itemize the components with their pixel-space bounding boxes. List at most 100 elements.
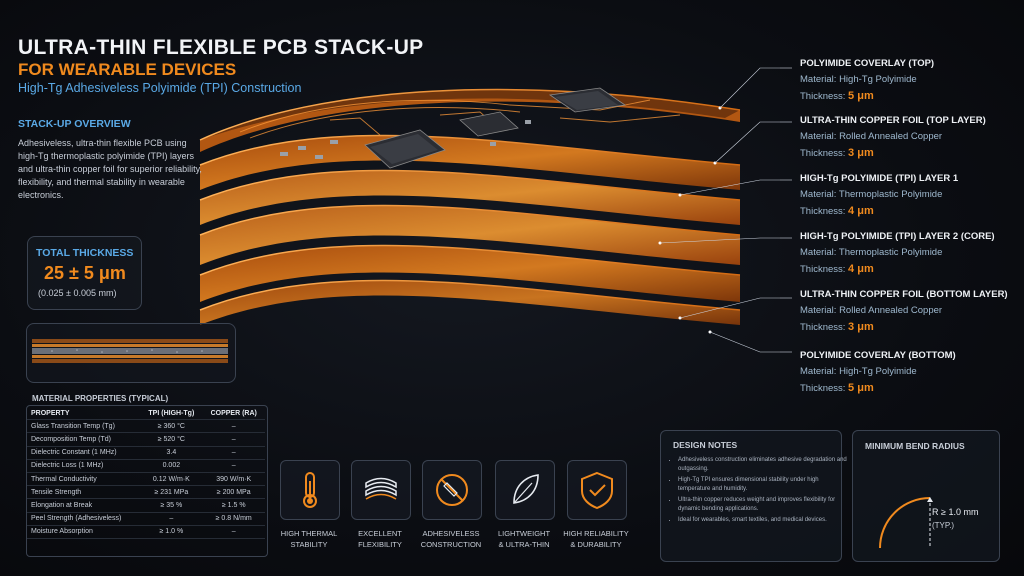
table-cell: ≥ 1.0 % [140,525,203,539]
callout-lines-ext [780,67,792,353]
table-cell: 3.4 [140,446,203,460]
total-thickness-heading: TOTAL THICKNESS [36,247,134,259]
thickness-value: 4 μm [848,205,874,217]
table-cell: – [202,419,265,434]
table-cell: ≥ 520 °C [140,432,203,447]
thickness-label: Thickness: [800,148,846,159]
caption-line: & DURABILITY [570,540,622,549]
layer-material: Material: Thermoplastic Polyimide [800,189,943,200]
bend-radius-card [852,430,1000,562]
layer-tpi-1 [199,169,741,225]
layer-thickness: Thickness: 3 μm [800,321,1008,333]
caption-line: HIGH THERMAL [280,529,338,538]
no-adhesive-icon [436,474,468,506]
thickness-label: Thickness: [800,91,846,102]
caption-line: LIGHTWEIGHT [497,529,551,538]
layer-name: POLYIMIDE COVERLAY (BOTTOM) [800,350,956,361]
list-item: Ultra-thin copper reduces weight and imp… [678,496,848,513]
list-item: Adhesiveless construction eliminates adh… [678,456,848,473]
table-row: Decomposition Temp (Td)≥ 520 °C– [27,432,265,447]
table-cell: ≥ 360 °C [140,419,203,434]
layer-thickness: Thickness: 5 μm [800,382,956,394]
layer-name: HIGH-Tg POLYIMIDE (TPI) LAYER 1 [800,173,959,184]
table-cell: ≥ 231 MPa [140,485,203,500]
design-notes-heading: DESIGN NOTES [673,440,738,450]
callout-lines [659,67,780,353]
bend-radius-heading: MINIMUM BEND RADIUS [865,441,965,451]
table-header-row: PROPERTY TPI (HIGH-Tg) COPPER (RA) [27,407,265,421]
caption-line: STABILITY [290,540,328,549]
layer-label-tpi-2: HIGH-Tg POLYIMIDE (TPI) LAYER 2 (CORE) M… [800,231,995,275]
layer-material: Material: High-Tg Polyimide [800,366,917,377]
layer-name: HIGH-Tg POLYIMIDE (TPI) LAYER 2 (CORE) [800,231,995,242]
feature-card-reliability [567,460,627,520]
layer-name: ULTRA-THIN COPPER FOIL (TOP LAYER) [800,115,986,126]
table-row: Elongation at Break≥ 35 %≥ 1.5 % [27,498,265,513]
table-cell: Peel Strength (Adhesiveless) [27,512,141,526]
caption-line: & ULTRA-THIN [498,540,550,549]
caption-line: EXCELLENT [358,529,402,538]
table-cell: ≥ 35 % [140,498,203,513]
table-cell: – [140,512,203,526]
layer-label-bottom-coverlay: POLYIMIDE COVERLAY (BOTTOM) Material: Hi… [800,350,956,394]
thickness-value: 5 μm [848,382,874,394]
ic-chip-large [364,129,446,169]
table-cell: Elongation at Break [27,498,141,513]
bend-radius-diagram [879,497,933,549]
feature-caption-thermal: HIGH THERMAL STABILITY [269,528,349,550]
layer-material: Material: Rolled Annealed Copper [800,305,943,316]
layer-top-copper [199,134,741,190]
layer-tpi-2 [199,204,741,265]
table-row: Tensile Strength≥ 231 MPa≥ 200 MPa [27,485,265,500]
feature-card-thermal [280,460,340,520]
overview-heading: STACK-UP OVERVIEW [18,118,131,130]
layer-thickness: Thickness: 3 μm [800,147,986,159]
table-cell: Dielectric Loss (1 MHz) [27,459,141,473]
cross-section-image [32,339,228,363]
bend-radius-value: R ≥ 1.0 mm [932,507,979,517]
material-properties-card [26,405,268,557]
layer-material: Material: Thermoplastic Polyimide [800,247,943,258]
layer-thickness: Thickness: 4 μm [800,263,995,275]
table-cell: 0.12 W/m·K [140,472,203,487]
table-cell: – [202,525,265,539]
design-notes-list: Adhesiveless construction eliminates adh… [664,456,848,528]
list-item: High-Tg TPI ensures dimensional stabilit… [678,476,848,493]
thickness-value: 4 μm [848,263,874,275]
table-row: Glass Transition Temp (Tg)≥ 360 °C– [27,419,265,434]
feature-caption-lightweight: LIGHTWEIGHT & ULTRA-THIN [484,528,564,550]
total-thickness-sub: (0.025 ± 0.005 mm) [38,288,117,298]
table-cell: Thermal Conductivity [27,472,141,487]
layer-label-top-coverlay: POLYIMIDE COVERLAY (TOP) Material: High-… [800,58,934,102]
layer-bottom-coverlay [199,279,741,325]
page-title: ULTRA-THIN FLEXIBLE PCB STACK-UP [18,36,424,59]
table-cell: ≥ 200 MPa [202,485,265,500]
ic-chip-right [548,87,627,113]
page-tagline: High-Tg Adhesiveless Polyimide (TPI) Con… [18,81,302,95]
feature-caption-reliability: HIGH RELIABILITY & DURABILITY [556,528,636,550]
table-row: Dielectric Constant (1 MHz)3.4– [27,446,265,460]
layer-top-coverlay [199,87,741,169]
table-cell: – [202,432,265,447]
thickness-value: 5 μm [848,90,874,102]
table-cell: ≥ 0.8 N/mm [202,512,265,526]
feature-card-adhesiveless [422,460,482,520]
caption-line: FLEXIBILITY [358,540,402,549]
layer-name: ULTRA-THIN COPPER FOIL (BOTTOM LAYER) [800,289,1008,300]
layer-label-bottom-copper: ULTRA-THIN COPPER FOIL (BOTTOM LAYER) Ma… [800,289,1008,333]
list-item: Ideal for wearables, smart textiles, and… [678,516,848,525]
caption-line: HIGH RELIABILITY [563,529,629,538]
thickness-label: Thickness: [800,383,846,394]
thickness-value: 3 μm [848,321,874,333]
table-row: Peel Strength (Adhesiveless)–≥ 0.8 N/mm [27,512,265,526]
column-header: PROPERTY [27,407,141,421]
table-row: Moisture Absorption≥ 1.0 %– [27,525,265,539]
feature-card-flexibility [351,460,411,520]
material-properties-table: PROPERTY TPI (HIGH-Tg) COPPER (RA) Glass… [27,407,265,539]
table-cell: – [202,446,265,460]
ic-chip-medium [459,111,519,137]
feature-caption-flexibility: EXCELLENT FLEXIBILITY [340,528,420,550]
layer-name: POLYIMIDE COVERLAY (TOP) [800,58,935,69]
thickness-label: Thickness: [800,206,846,217]
